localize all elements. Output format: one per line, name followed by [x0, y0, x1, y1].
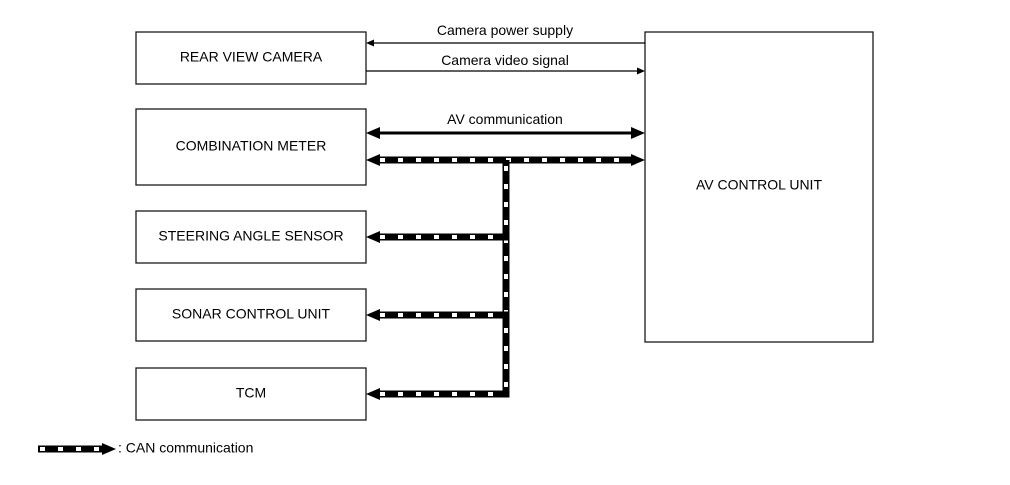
- arrow-left-icon: [366, 39, 374, 47]
- legend: : CAN communication: [38, 440, 253, 456]
- arrow-right-icon: [102, 443, 116, 455]
- sonar-control-unit-box: [135, 288, 367, 342]
- arrow-right-icon: [637, 67, 645, 75]
- camera-video-signal-label: Camera video signal: [441, 52, 569, 68]
- av-control-unit-label: AV CONTROL UNIT: [696, 177, 822, 193]
- steering-angle-sensor-box: [135, 210, 367, 264]
- sonar-control-unit-label: SONAR CONTROL UNIT: [172, 306, 331, 322]
- combination-meter-block: COMBINATION METER: [135, 108, 367, 186]
- av-communication-connection: AV communication: [366, 111, 645, 139]
- arrow-left-icon: [366, 127, 380, 139]
- legend-can-label: : CAN communication: [118, 440, 253, 456]
- tcm-block: TCM: [135, 367, 367, 421]
- arrow-right-icon: [631, 154, 645, 166]
- arrow-left-icon: [366, 309, 380, 321]
- camera-power-supply-label: Camera power supply: [437, 22, 573, 38]
- can-bus: [366, 154, 645, 400]
- arrow-left-icon: [366, 388, 380, 400]
- sonar-control-unit-block: SONAR CONTROL UNIT: [135, 288, 367, 342]
- combination-meter-box: [135, 108, 367, 186]
- camera-video-signal-connection: Camera video signal: [366, 52, 645, 75]
- rear-view-camera-label: REAR VIEW CAMERA: [180, 49, 323, 65]
- av-control-unit-box: [644, 31, 874, 343]
- arrow-right-icon: [631, 127, 645, 139]
- tcm-box: [135, 367, 367, 421]
- camera-power-supply-connection: Camera power supply: [366, 22, 645, 47]
- steering-angle-sensor-label: STEERING ANGLE SENSOR: [158, 228, 343, 244]
- rear-view-camera-box: [135, 31, 367, 85]
- steering-angle-sensor-block: STEERING ANGLE SENSOR: [135, 210, 367, 264]
- arrow-left-icon: [366, 154, 380, 166]
- av-communication-label: AV communication: [447, 111, 563, 127]
- av-control-unit-block: AV CONTROL UNIT: [644, 31, 874, 343]
- rear-view-camera-block: REAR VIEW CAMERA: [135, 31, 367, 85]
- arrow-left-icon: [366, 231, 380, 243]
- combination-meter-label: COMBINATION METER: [176, 138, 327, 154]
- tcm-label: TCM: [236, 385, 266, 401]
